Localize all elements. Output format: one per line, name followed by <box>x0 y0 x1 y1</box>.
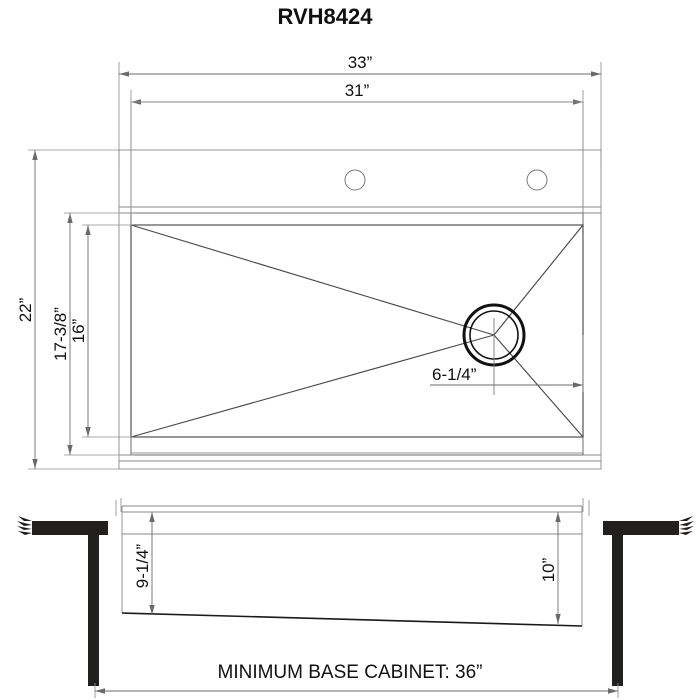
base-cabinet-caption: MINIMUM BASE CABINET: 36” <box>218 662 483 683</box>
body-bottom-slope <box>121 612 583 627</box>
slope-line-bottom-left <box>130 334 495 438</box>
dim-label-overall-width: 33” <box>348 53 373 72</box>
dim-label-inner-depth: 17-3/8” <box>51 307 70 361</box>
cabinet-wall-right <box>612 535 623 686</box>
cabinet-countertop-right <box>603 521 679 535</box>
cabinet-countertop-left <box>32 521 108 535</box>
dim-label-basin-depth: 16” <box>69 318 88 343</box>
slope-line-bottom-right <box>493 334 584 438</box>
cabinet-wall-left <box>88 535 99 686</box>
slope-line-top-left <box>130 224 495 336</box>
dim-label-overall-depth: 22” <box>16 297 35 322</box>
top-view-group: 33” 31” <box>16 53 602 470</box>
break-mark-right <box>679 516 694 535</box>
break-mark-left <box>17 516 32 535</box>
dim-label-left-depth: 9-1/4” <box>133 543 152 588</box>
basin-bottom-outline <box>130 224 584 438</box>
sink-outer-outline <box>118 149 602 470</box>
dim-label-right-depth: 10” <box>539 557 558 582</box>
faucet-hole-primary <box>344 169 366 191</box>
dim-label-inner-width: 31” <box>345 81 370 100</box>
front-view-group: 9-1/4” 10” MINIMUM BASE CABINET: 36” <box>17 498 694 698</box>
faucet-hole-secondary <box>526 169 548 191</box>
page-title: RVH8424 <box>278 4 374 29</box>
dim-label-drain-offset: 6-1/4” <box>432 365 477 384</box>
